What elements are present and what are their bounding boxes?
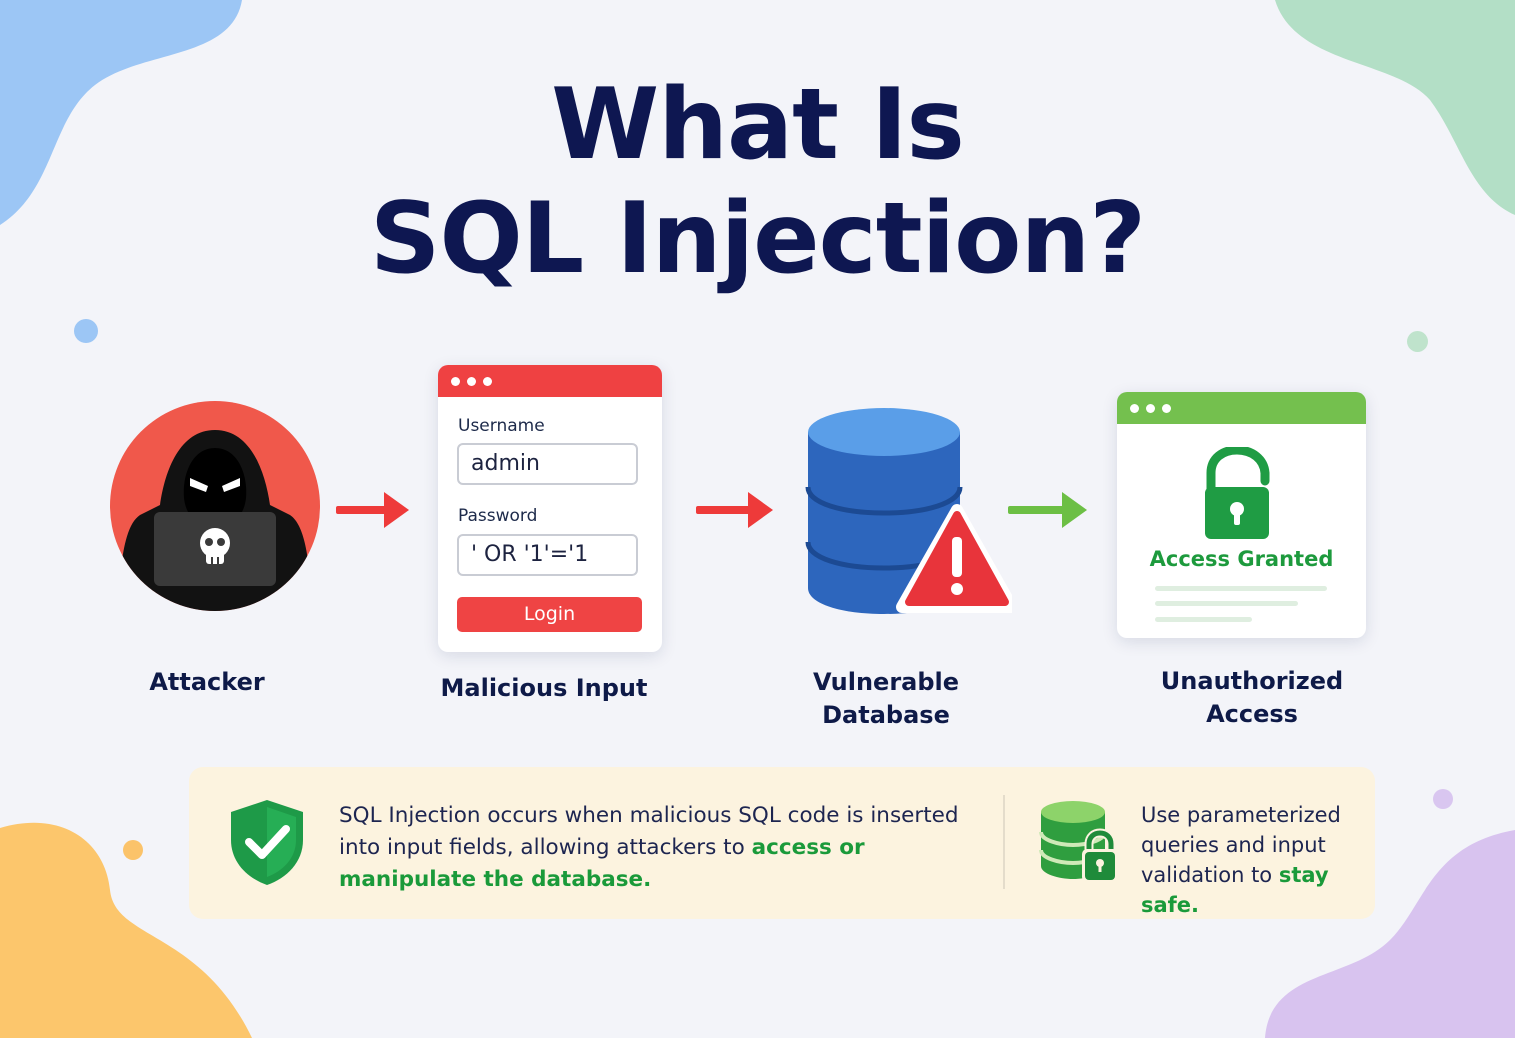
- login-button[interactable]: Login: [457, 597, 642, 632]
- prevention-tip: Use parameterized queries and input vali…: [1141, 800, 1371, 920]
- window-dot-icon: [1146, 403, 1155, 413]
- shield-check-icon: [231, 800, 303, 885]
- orange-blob-bottom-left: [0, 822, 252, 1038]
- decor-dot-blue: [74, 319, 98, 343]
- page-title: What Is SQL Injection?: [0, 68, 1515, 296]
- sql-injection-description: SQL Injection occurs when malicious SQL …: [339, 800, 979, 896]
- unlocked-padlock-icon: [1205, 447, 1270, 539]
- hacker-icon: [110, 401, 320, 611]
- description-highlight: access or manipulate the database.: [339, 835, 865, 892]
- username-label: Username: [458, 416, 545, 436]
- arrow-right-icon: [696, 492, 773, 528]
- arrow-right-icon: [336, 492, 409, 528]
- decor-dot-orange: [123, 840, 143, 860]
- window-dot-icon: [467, 376, 476, 386]
- warning-icon: [896, 504, 1012, 613]
- text-placeholder-line: [1155, 601, 1298, 606]
- decor-dot-green: [1407, 331, 1428, 352]
- decor-dot-purple: [1433, 789, 1453, 809]
- purple-blob-bottom-right: [1265, 830, 1515, 1038]
- skull-icon: [200, 528, 230, 564]
- blue-blob-top-left: [0, 0, 242, 225]
- panel-divider: [1003, 795, 1005, 889]
- database-icon: [805, 408, 1012, 614]
- info-panel: SQL Injection occurs when malicious SQL …: [189, 767, 1375, 919]
- login-window: Username admin Password ' OR '1'='1 Logi…: [438, 365, 662, 652]
- step-label-line: Access: [1206, 700, 1298, 728]
- window-dot-icon: [1130, 403, 1139, 413]
- title-line-2: SQL Injection?: [369, 182, 1146, 296]
- password-label: Password: [458, 506, 538, 526]
- step-label-vulnerable-database: Vulnerable Database: [780, 666, 992, 732]
- username-input[interactable]: admin: [457, 443, 638, 485]
- step-label-attacker: Attacker: [149, 668, 265, 696]
- title-line-1: What Is: [551, 68, 965, 182]
- password-input[interactable]: ' OR '1'='1: [457, 534, 638, 576]
- tip-highlight: stay safe.: [1141, 863, 1329, 917]
- window-dot-icon: [483, 376, 492, 386]
- window-dot-icon: [451, 376, 460, 386]
- text-placeholder-line: [1155, 617, 1252, 622]
- step-label-line: Database: [822, 701, 950, 729]
- access-granted-text: Access Granted: [1149, 547, 1334, 571]
- secure-database-icon: [1039, 801, 1118, 882]
- arrow-right-icon: [1008, 492, 1087, 528]
- window-title-bar: [1117, 392, 1366, 424]
- access-window: Access Granted: [1117, 392, 1366, 638]
- green-blob-top-right: [1275, 0, 1515, 215]
- window-dot-icon: [1162, 403, 1171, 413]
- tip-text: Use parameterized queries and input vali…: [1141, 803, 1341, 887]
- window-title-bar: [438, 365, 662, 397]
- description-text: SQL Injection occurs when malicious SQL …: [339, 803, 959, 860]
- step-label-line: Vulnerable: [812, 668, 960, 696]
- step-label-line: Unauthorized: [1160, 667, 1344, 695]
- text-placeholder-line: [1155, 586, 1327, 591]
- step-label-malicious-input: Malicious Input: [440, 674, 648, 702]
- step-label-unauthorized-access: Unauthorized Access: [1130, 665, 1374, 731]
